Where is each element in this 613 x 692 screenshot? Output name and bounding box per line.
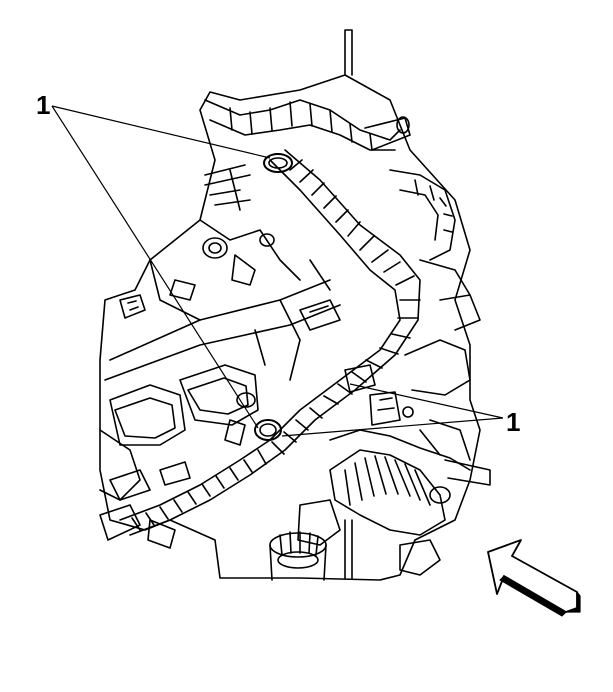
leader-line-top-1 [51,105,271,159]
grommet-upper [263,153,293,173]
lower-right-assembly [297,429,491,576]
callout-label-1-right: 1 [506,407,521,437]
leader-line-top-2 [51,105,259,429]
leader-line-right-1 [349,383,504,419]
bolt-boss-1 [202,237,228,259]
leader-line-right-2 [281,417,504,437]
view-direction-arrow-icon [487,539,581,617]
leader-lines [51,105,504,437]
oil-filter [269,531,327,581]
callout-label-1-top: 1 [36,90,51,120]
exhaust-ports [99,364,259,501]
engine-block-outline [99,74,481,581]
firewall-frame [344,29,353,76]
bolt-boss-2 [259,233,275,247]
cylinder-head [104,279,341,381]
harness-tape-segments [131,159,421,531]
grommet-lower [254,419,282,441]
wiring-harness [119,99,421,536]
